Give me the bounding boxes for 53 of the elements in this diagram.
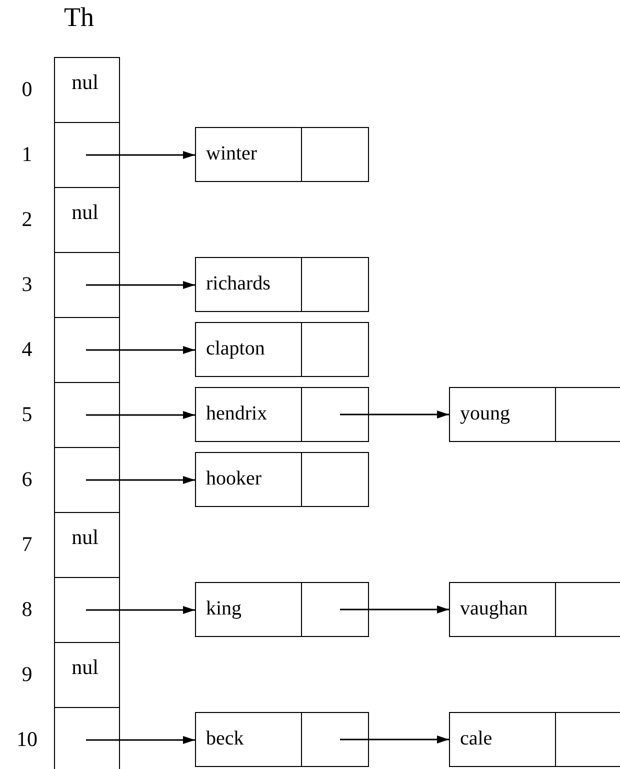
array-cell: nul — [54, 512, 120, 578]
list-node — [449, 582, 620, 637]
index-label: 4 — [20, 337, 34, 362]
list-node — [195, 322, 369, 377]
array-cell: nul — [54, 57, 120, 123]
arrow — [86, 151, 195, 159]
array-cell: nul — [54, 642, 120, 708]
array-cell — [54, 382, 120, 448]
index-label: 2 — [20, 207, 34, 232]
node-label: young — [460, 402, 510, 425]
array-cell — [54, 252, 120, 318]
array-cell — [54, 707, 120, 769]
node-label: clapton — [206, 336, 265, 360]
list-node — [195, 387, 369, 442]
list-node — [195, 582, 369, 637]
node-label: cale — [460, 726, 492, 750]
list-node — [195, 257, 369, 312]
table-title: Th — [64, 2, 94, 33]
index-label: 6 — [20, 467, 34, 492]
arrow — [340, 606, 449, 614]
index-label: 3 — [20, 272, 34, 297]
list-node — [195, 127, 369, 182]
node-label: king — [206, 596, 242, 620]
node-label: winter — [206, 142, 258, 165]
index-label: 9 — [20, 662, 34, 687]
arrow — [340, 410, 449, 418]
array-cell — [54, 317, 120, 383]
index-label: 1 — [20, 142, 34, 167]
index-label: 7 — [20, 532, 34, 557]
index-label: 10 — [16, 727, 38, 752]
arrow — [86, 606, 195, 614]
array-cell — [54, 577, 120, 643]
list-node — [195, 712, 369, 767]
node-label: vaughan — [460, 596, 528, 620]
list-node — [449, 387, 620, 442]
array-cell — [54, 122, 120, 188]
arrow — [86, 411, 195, 419]
list-node — [449, 712, 620, 767]
array-cell: nul — [54, 187, 120, 253]
index-label: 5 — [20, 402, 34, 427]
arrow — [86, 476, 195, 484]
arrow — [86, 346, 195, 354]
index-label: 0 — [20, 77, 34, 102]
list-node — [195, 452, 369, 507]
node-label: hooker — [206, 466, 262, 490]
array-cell — [54, 447, 120, 513]
node-label: beck — [206, 726, 244, 750]
node-label: hendrix — [206, 402, 268, 425]
arrow — [86, 281, 195, 289]
arrow — [86, 736, 195, 744]
node-label: richards — [206, 272, 270, 295]
arrow — [340, 736, 449, 744]
index-label: 8 — [20, 597, 34, 622]
